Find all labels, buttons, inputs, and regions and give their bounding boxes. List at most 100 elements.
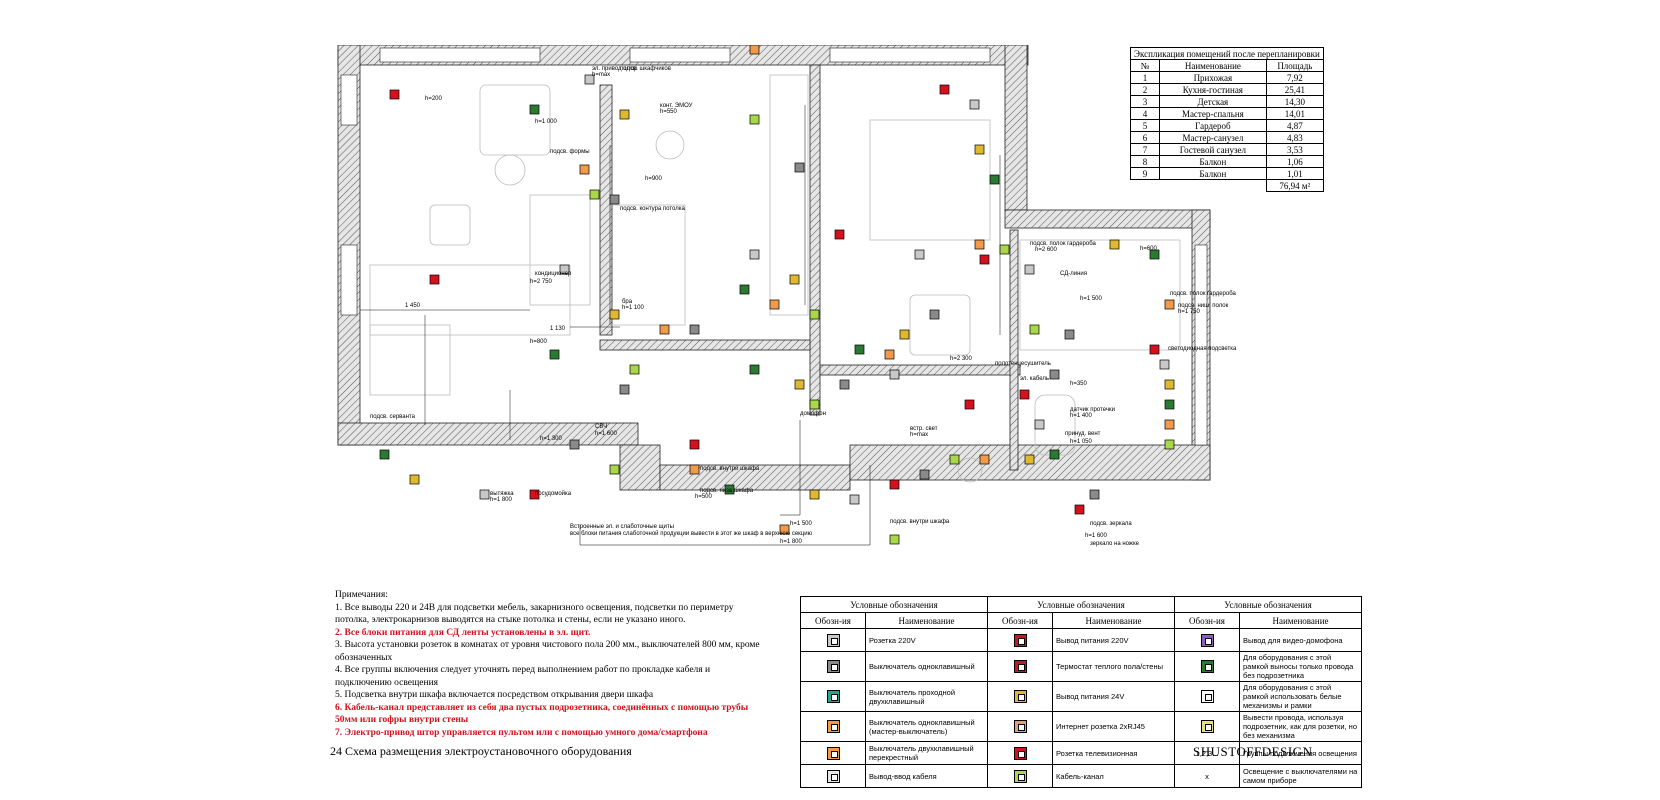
legend-name: Вывод питания 220V bbox=[1052, 628, 1175, 652]
device-marker bbox=[929, 309, 940, 320]
walls bbox=[337, 45, 1211, 491]
room-name: Детская bbox=[1158, 95, 1267, 108]
device-marker bbox=[1049, 449, 1060, 460]
device-marker bbox=[749, 249, 760, 260]
plan-label: все блоки питания слаботочной продукции … bbox=[570, 530, 813, 537]
plan-label: h=1 800 bbox=[780, 539, 803, 545]
plan-label: h=900 bbox=[645, 176, 663, 182]
legend-col-symbol: Обозн-ия bbox=[1174, 612, 1240, 629]
device-marker bbox=[794, 379, 805, 390]
device-marker bbox=[1164, 439, 1175, 450]
note-item: 6. Кабель-канал представляет из себя два… bbox=[335, 702, 749, 726]
legend-symbol bbox=[800, 711, 866, 742]
col-area: Площадь bbox=[1265, 59, 1324, 72]
device-marker bbox=[1149, 249, 1160, 260]
plan-label: h=1 400 bbox=[1070, 413, 1093, 419]
double-switch-cross-icon bbox=[826, 746, 840, 760]
device-marker bbox=[789, 274, 800, 285]
legend-symbol bbox=[987, 711, 1053, 742]
room-area: 1,01 bbox=[1265, 167, 1324, 180]
device-marker bbox=[939, 84, 950, 95]
device-marker bbox=[1064, 329, 1075, 340]
legend-row: Выключатель одноклавишный (мастер-выключ… bbox=[800, 711, 1362, 742]
plan-label: h=1 600 bbox=[595, 431, 618, 437]
legend-symbol: х bbox=[1174, 764, 1240, 788]
device-marker bbox=[429, 274, 440, 285]
legend-symbol bbox=[800, 651, 866, 682]
explication-table: Экспликация помещений после перепланиров… bbox=[1130, 47, 1324, 192]
plan-label: подсв. формы bbox=[550, 149, 590, 155]
device-marker bbox=[559, 264, 570, 275]
legend-symbol bbox=[987, 681, 1053, 712]
plan-label: h=550 bbox=[660, 109, 678, 115]
notes-title: Примечания: bbox=[335, 590, 388, 600]
device-marker bbox=[589, 189, 600, 200]
video-intercom-icon bbox=[1200, 633, 1214, 647]
room-number: 7 bbox=[1130, 143, 1160, 156]
legend-symbol bbox=[800, 628, 866, 652]
legend-symbol bbox=[800, 681, 866, 712]
windows bbox=[340, 47, 1208, 446]
notes-block: Примечания: 1. Все выводы 220 и 24В для … bbox=[335, 589, 765, 739]
plan-label: эл. кабель bbox=[1020, 376, 1049, 382]
plan-label: h=200 bbox=[425, 96, 443, 102]
legend-symbol bbox=[800, 764, 866, 788]
plan-label: h=1 800 bbox=[490, 497, 513, 503]
plan-label: h=350 bbox=[1070, 381, 1088, 387]
room-number: 5 bbox=[1130, 119, 1160, 132]
device-marker bbox=[999, 244, 1010, 255]
legend-name: Выключатель одноклавишный bbox=[865, 651, 988, 682]
plan-label: h=max bbox=[910, 432, 928, 438]
device-marker bbox=[549, 349, 560, 360]
device-marker bbox=[629, 364, 640, 375]
device-marker bbox=[969, 99, 980, 110]
device-marker bbox=[914, 249, 925, 260]
plan-label: подсв. внутри шкафа bbox=[700, 466, 760, 472]
device-marker bbox=[609, 309, 620, 320]
legend-group-title: Условные обозначения bbox=[1174, 596, 1362, 613]
col-number: № bbox=[1130, 59, 1160, 72]
device-marker bbox=[899, 329, 910, 340]
room-area: 14,01 bbox=[1265, 107, 1324, 120]
legend-name: Розетка 220V bbox=[865, 628, 988, 652]
frame-mechanism-icon bbox=[1200, 690, 1214, 703]
device-markers bbox=[379, 45, 1175, 545]
pass-through-double-switch-icon bbox=[826, 690, 840, 703]
tv-socket-icon bbox=[1013, 746, 1027, 760]
room-area: 4,83 bbox=[1265, 131, 1324, 144]
device-marker bbox=[409, 474, 420, 485]
room-area: 25,41 bbox=[1265, 83, 1324, 96]
device-marker bbox=[884, 349, 895, 360]
device-marker bbox=[1024, 454, 1035, 465]
legend-table: Условные обозначения Условные обозначени… bbox=[800, 596, 1362, 788]
plan-label: h=500 bbox=[695, 494, 713, 500]
device-marker bbox=[769, 299, 780, 310]
device-marker bbox=[1024, 264, 1035, 275]
device-marker bbox=[379, 449, 390, 460]
plan-label: h=2 300 bbox=[950, 356, 973, 362]
legend-name: Кабель-канал bbox=[1052, 764, 1175, 788]
plan-label: h=1 300 bbox=[540, 436, 563, 442]
plan-label: датчик протечки bbox=[1070, 407, 1115, 413]
room-number: 2 bbox=[1130, 83, 1160, 96]
note-item: 4. Все группы включения следует уточнять… bbox=[335, 665, 711, 688]
device-marker bbox=[619, 109, 630, 120]
plan-label: полотенцесушитель bbox=[995, 361, 1051, 367]
note-item: 5. Подсветка внутри шкафа включается пос… bbox=[335, 690, 654, 700]
plan-label: кондиционер bbox=[535, 271, 572, 277]
explication-title: Экспликация помещений после перепланиров… bbox=[1130, 47, 1324, 60]
device-marker bbox=[479, 489, 490, 500]
device-marker bbox=[794, 162, 805, 173]
device-marker bbox=[609, 464, 620, 475]
plan-label: домофон bbox=[800, 411, 826, 417]
room-number: 8 bbox=[1130, 155, 1160, 168]
plan-label: h=1 500 bbox=[1080, 296, 1103, 302]
legend-name: Вывести провода, используя подрозетник, … bbox=[1239, 711, 1362, 742]
device-marker bbox=[1164, 299, 1175, 310]
